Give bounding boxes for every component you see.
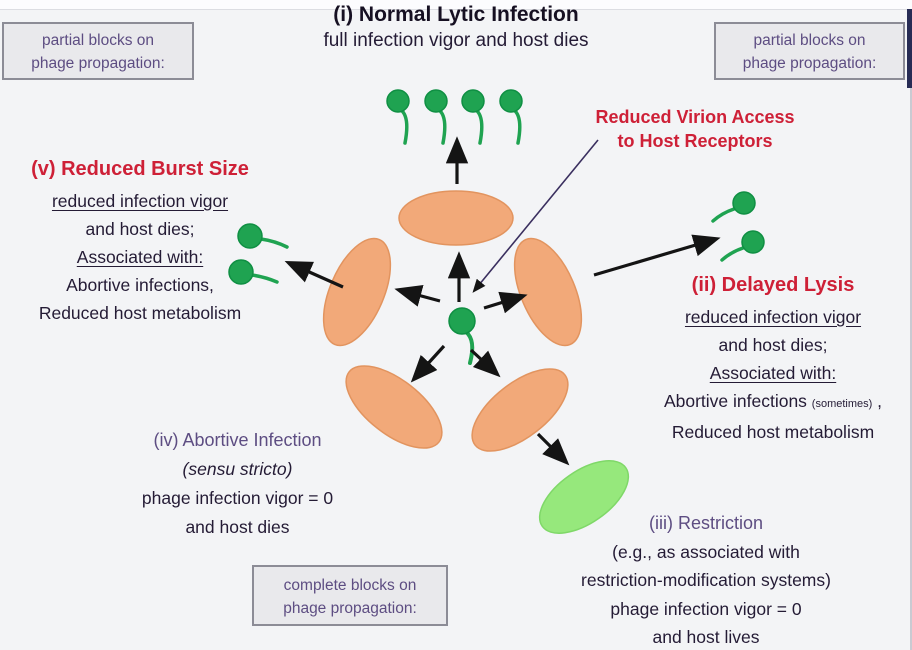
box-line: phage propagation:: [31, 55, 165, 72]
phage-icon: [228, 259, 279, 285]
block-v-line: reduced infection vigor: [51, 191, 229, 211]
host-cell-ellipse-top: [398, 190, 514, 246]
partial-blocks-box-left: partial blocks on phage propagation:: [2, 22, 194, 80]
host-cell-burst: [322, 190, 583, 452]
block-ii-line-main: Abortive infections: [663, 391, 812, 411]
arrow-center-down-right: [469, 348, 501, 378]
box-line: phage propagation:: [283, 600, 417, 617]
top-edge-strip: [0, 0, 912, 10]
right-edge-navy-mark: [907, 9, 912, 88]
phage-icon: [237, 223, 289, 249]
block-delayed-lysis: (ii) Delayed Lysis reduced infection vig…: [620, 272, 912, 446]
arrow-center-right: [483, 291, 528, 314]
block-v-line: Reduced host metabolism: [38, 303, 242, 323]
block-reduced-burst-size: (v) Reduced Burst Size reduced infection…: [0, 156, 280, 327]
block-v-line: and host dies;: [85, 219, 195, 239]
block-iii-line: phage infection vigor = 0: [610, 598, 802, 619]
phage-icon: [720, 230, 765, 262]
note-line: to Host Receptors: [617, 131, 773, 151]
block-ii-line: Abortive infections (sometimes) ,: [620, 387, 912, 418]
block-iii-line: and host lives: [652, 627, 760, 647]
block-iv-heading: (iv) Abortive Infection: [153, 430, 322, 450]
virion-access-pointer-line: [472, 139, 599, 293]
host-cell-ellipse-right: [513, 237, 583, 347]
phage-icon: [386, 89, 410, 145]
phage-icon: [711, 191, 756, 223]
complete-blocks-box: complete blocks on phage propagation:: [252, 565, 448, 626]
block-ii-line: and host dies;: [718, 335, 828, 355]
phage-icon: [461, 89, 485, 145]
main-title: (i) Normal Lytic Infection: [333, 3, 579, 26]
host-cell-ellipse-left: [322, 237, 392, 347]
block-iv-line: and host dies: [185, 517, 290, 537]
box-line: partial blocks on: [41, 32, 154, 49]
block-v-line: Abortive infections,: [66, 275, 214, 295]
arrow-center-down-left: [410, 344, 446, 383]
box-line: complete blocks on: [283, 577, 417, 594]
restricting-host-cell-ellipse: [538, 460, 630, 534]
phage-icon: [448, 307, 476, 365]
phage-icon: [424, 89, 448, 145]
block-iii-line: restriction-modification systems): [581, 570, 831, 590]
main-subtitle: full infection vigor and host dies: [323, 30, 589, 51]
block-ii-line-small: (sometimes): [811, 398, 873, 410]
block-abortive-infection: (iv) Abortive Infection (sensu stricto) …: [95, 426, 380, 542]
headline: (i) Normal Lytic Infection full infectio…: [156, 1, 756, 54]
block-v-heading: (v) Reduced Burst Size: [31, 158, 249, 180]
arrow-center-left: [394, 284, 441, 307]
block-ii-heading: (ii) Delayed Lysis: [691, 274, 855, 296]
block-ii-line: Associated with:: [709, 363, 837, 383]
block-v-line: Associated with:: [76, 247, 204, 267]
virion-access-note: Reduced Virion Access to Host Receptors: [570, 105, 820, 153]
block-ii-line: reduced infection vigor: [684, 307, 862, 327]
block-iv-line: phage infection vigor = 0: [141, 488, 334, 508]
note-line: Reduced Virion Access: [595, 107, 795, 127]
block-ii-line-suffix: ,: [872, 391, 883, 411]
block-restriction: (iii) Restriction (e.g., as associated w…: [545, 509, 867, 650]
box-line: partial blocks on: [753, 32, 866, 49]
right-edge-line: [910, 88, 912, 650]
block-iv-subheading: (sensu stricto): [182, 459, 293, 479]
block-ii-line: Reduced host metabolism: [671, 422, 875, 442]
partial-blocks-box-right: partial blocks on phage propagation:: [714, 22, 905, 80]
arrow-to-delayed-lysis: [593, 234, 721, 277]
box-line: phage propagation:: [742, 55, 877, 72]
block-iii-heading: (iii) Restriction: [648, 513, 763, 533]
host-cell-ellipse-bottom-right: [471, 368, 569, 452]
block-iii-line: (e.g., as associated with: [612, 541, 800, 562]
arrow-to-restriction: [536, 432, 570, 466]
host-cell-ellipse-bottom-left: [345, 365, 443, 449]
arrow-to-reduced-burst: [284, 261, 344, 289]
phage-icon: [499, 89, 523, 145]
